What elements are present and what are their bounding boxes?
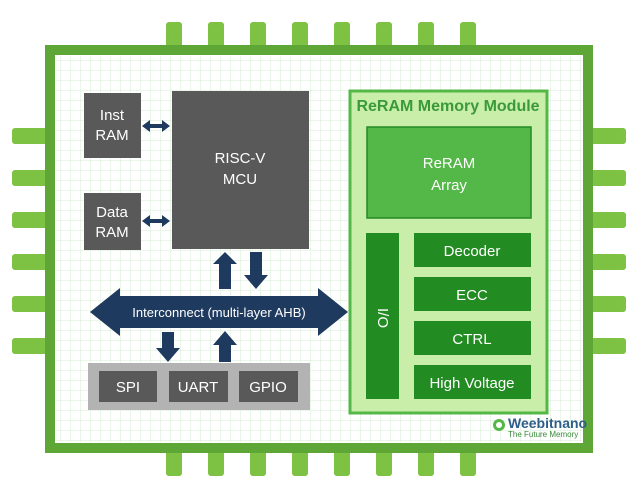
mcu-up-arrow [213, 252, 237, 289]
inst-ram-label-line1: Inst [100, 107, 125, 124]
peripherals-group: SPI UART GPIO [88, 363, 310, 410]
data-ram-block: Data RAM [84, 193, 141, 250]
weebitnano-logo: Weebitnano The Future Memory [493, 415, 587, 439]
ecc-label: ECC [456, 287, 488, 304]
uart-block [169, 371, 228, 402]
gpio-label: GPIO [249, 379, 287, 396]
inst-ram-block: Inst RAM [84, 93, 141, 158]
decoder-block [414, 233, 531, 267]
peripheral-down-arrow [156, 332, 180, 362]
decoder-label: Decoder [444, 243, 501, 260]
data-ram-label-line1: Data [96, 204, 128, 221]
ctrl-block [414, 321, 531, 355]
spi-label: SPI [116, 379, 140, 396]
spi-block [99, 371, 157, 402]
data-ram-mcu-arrow [142, 215, 170, 227]
mcu-down-arrow [244, 252, 268, 289]
high-voltage-label: High Voltage [429, 375, 514, 392]
ecc-block [414, 277, 531, 311]
reram-array-block [366, 126, 532, 219]
io-label: I/O [374, 308, 391, 328]
inst-ram-label-line2: RAM [95, 127, 128, 144]
peripheral-up-arrow [213, 331, 237, 362]
mcu-label-line2: MCU [223, 171, 257, 188]
gpio-block [239, 371, 298, 402]
io-block [366, 233, 399, 399]
brand-name: Weebitnano [508, 415, 587, 431]
interconnect-bus: Interconnect (multi-layer AHB) [90, 288, 348, 336]
reram-module-title: ReRAM Memory Module [356, 98, 539, 115]
mcu-label-line1: RISC-V [215, 150, 266, 167]
reram-memory-module: ReRAM Memory Module ReRAM Array I/O Deco… [348, 89, 549, 415]
ctrl-label: CTRL [452, 331, 491, 348]
uart-label: UART [178, 379, 219, 396]
inst-ram-mcu-arrow [142, 120, 170, 132]
data-ram-label-line2: RAM [95, 224, 128, 241]
high-voltage-block [414, 365, 531, 399]
reram-array-label-line1: ReRAM [423, 155, 476, 172]
reram-array-label-line2: Array [431, 177, 467, 194]
interconnect-label: Interconnect (multi-layer AHB) [132, 305, 305, 320]
brand-tagline: The Future Memory [508, 430, 578, 439]
mcu-block: RISC-V MCU [172, 91, 309, 249]
